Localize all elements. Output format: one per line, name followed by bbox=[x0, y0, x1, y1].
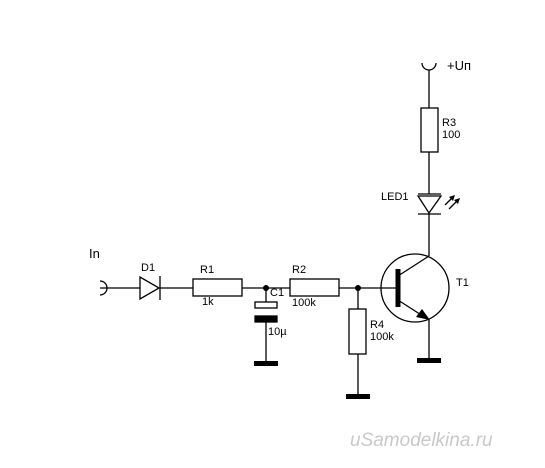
label-r3-name: R3 bbox=[442, 117, 456, 129]
label-r1-name: R1 bbox=[200, 264, 214, 276]
label-r3-value: 100 bbox=[442, 129, 460, 141]
capacitor-c1-minus-plate bbox=[254, 315, 278, 323]
ground-symbol-c1 bbox=[254, 361, 278, 366]
label-c1-value: 10µ bbox=[268, 326, 287, 338]
resistor-r4 bbox=[348, 308, 367, 355]
watermark-text: uSamodelkina.ru bbox=[350, 430, 493, 451]
resistor-r3 bbox=[420, 107, 439, 153]
label-led1: LED1 bbox=[381, 191, 409, 203]
ground-symbol-t1 bbox=[417, 358, 441, 363]
transistor-t1 bbox=[380, 253, 450, 323]
label-r4-value: 100k bbox=[370, 331, 394, 343]
label-r4-name: R4 bbox=[370, 319, 384, 331]
label-input: In bbox=[89, 246, 100, 261]
led-light-arrows-icon bbox=[444, 195, 460, 210]
led-led1 bbox=[416, 193, 443, 215]
supply-terminal bbox=[421, 62, 437, 71]
label-d1: D1 bbox=[141, 262, 155, 274]
resistor-r1 bbox=[192, 278, 243, 297]
label-r1-value: 1k bbox=[202, 296, 214, 308]
label-r2-value: 100k bbox=[292, 297, 316, 309]
label-t1: T1 bbox=[456, 277, 469, 289]
label-supply: +Uп bbox=[447, 58, 471, 73]
resistor-r2 bbox=[289, 278, 340, 297]
label-c1-name: C1 bbox=[270, 287, 284, 299]
diode-d1 bbox=[139, 275, 161, 301]
ground-symbol-r4 bbox=[346, 394, 370, 399]
emitter-arrow-icon bbox=[416, 309, 430, 320]
capacitor-c1-plus-plate bbox=[254, 301, 278, 309]
label-r2-name: R2 bbox=[292, 264, 306, 276]
